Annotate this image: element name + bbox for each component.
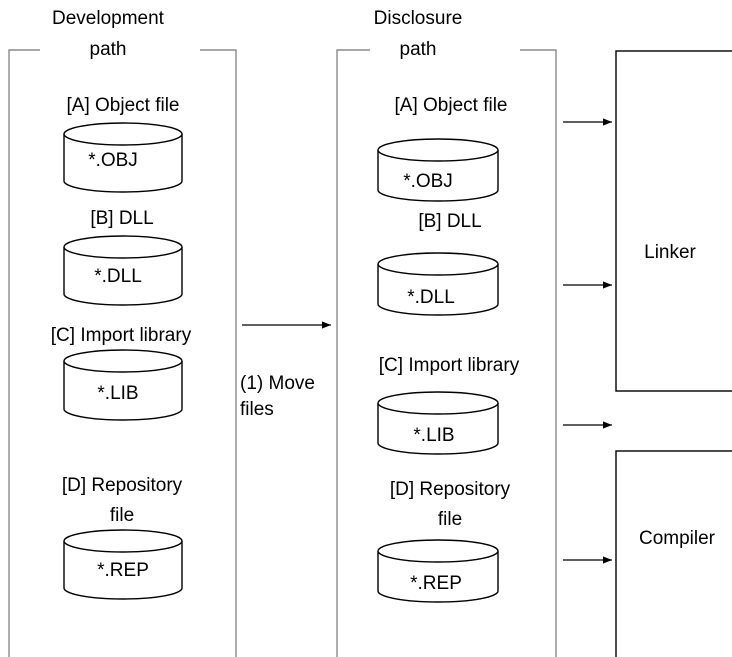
dev-lib-cylinder-icon	[63, 349, 183, 421]
disc-import-library-label: [C] Import library	[379, 355, 520, 376]
linker-box: Linker	[615, 50, 732, 392]
dev-object-file-label: [A] Object file	[67, 95, 180, 116]
disc-dll: [B] DLL *.DLL	[377, 211, 499, 316]
dev-repository-label-line2: file	[110, 505, 134, 526]
disc-obj-cylinder-icon	[377, 138, 499, 202]
compiler-box: Compiler	[615, 450, 732, 657]
dev-lib-ext: *.LIB	[97, 383, 138, 404]
disc-obj-ext: *.OBJ	[403, 171, 453, 192]
disc-dll-label: [B] DLL	[418, 211, 481, 232]
disc-repository-label-line1: [D] Repository	[390, 479, 511, 500]
compiler-label: Compiler	[639, 528, 716, 549]
development-path-frame: Development path	[8, 8, 237, 657]
dev-dll-label: [B] DLL	[90, 208, 153, 229]
disclosure-path-title-line1: Disclosure	[374, 8, 463, 29]
disc-repository-file: [D] Repository file *.REP	[377, 479, 511, 603]
dev-obj-cylinder-icon	[63, 122, 183, 193]
development-path-title-line1: Development	[52, 8, 165, 29]
disc-import-library: [C] Import library *.LIB	[377, 355, 520, 455]
move-files-line2: files	[240, 399, 274, 420]
disc-object-file: [A] Object file *.OBJ	[377, 95, 508, 202]
dev-dll-cylinder-icon	[63, 235, 183, 306]
dev-import-library: [C] Import library *.LIB	[51, 325, 192, 421]
dev-repository-file: [D] Repository file *.REP	[62, 475, 183, 600]
dev-repository-label-line1: [D] Repository	[62, 475, 183, 496]
disclosure-path-frame: Disclosure path	[336, 8, 557, 657]
move-files-connector: (1) Move files	[240, 321, 331, 420]
disclosure-path-title-line2: path	[400, 39, 437, 60]
disc-rep-ext: *.REP	[410, 573, 462, 594]
disc-rep-cylinder-icon	[377, 539, 499, 603]
disc-dll-ext: *.DLL	[407, 287, 455, 308]
disc-dll-cylinder-icon	[377, 252, 499, 316]
move-files-line1: (1) Move	[240, 373, 315, 394]
linker-label: Linker	[644, 242, 696, 263]
disc-repository-label-line2: file	[438, 509, 462, 530]
dev-dll: [B] DLL *.DLL	[63, 208, 183, 306]
development-path-title-line2: path	[90, 39, 127, 60]
dev-import-library-label: [C] Import library	[51, 325, 192, 346]
dev-rep-cylinder-icon	[63, 529, 183, 600]
disc-lib-ext: *.LIB	[413, 425, 454, 446]
disc-lib-cylinder-icon	[377, 391, 499, 455]
disc-object-file-label: [A] Object file	[395, 95, 508, 116]
dev-object-file: [A] Object file *.OBJ	[63, 95, 183, 193]
dev-dll-ext: *.DLL	[94, 266, 142, 287]
dev-rep-ext: *.REP	[97, 560, 149, 581]
dev-obj-ext: *.OBJ	[88, 150, 138, 171]
